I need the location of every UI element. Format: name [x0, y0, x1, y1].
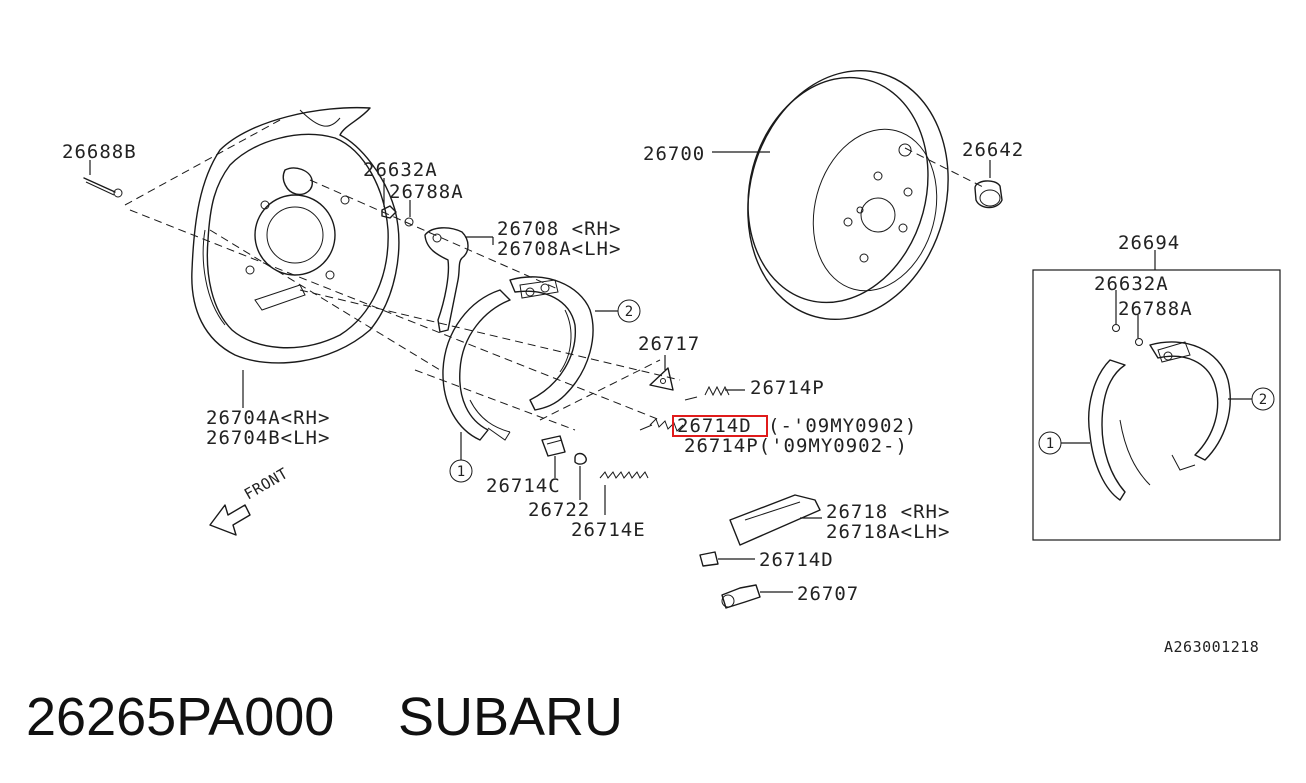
- highlight-box-26714D: [672, 415, 768, 437]
- label-26704B: 26704B<LH>: [206, 427, 330, 449]
- cap-26714C: [541, 435, 566, 478]
- brake-rotor: [712, 69, 949, 321]
- label-26718: 26718 <RH>: [826, 501, 950, 523]
- spring-26714P: [684, 385, 745, 401]
- label-26788A: 26788A: [389, 181, 464, 203]
- clip-26714D: [699, 551, 755, 567]
- part-number-title: 26265PA000: [26, 687, 335, 747]
- label-26714P: 26714P: [750, 377, 825, 399]
- assembly-guide-lines: [124, 119, 986, 431]
- part-labels: 26688B 26632A 26788A 26708 <RH> 26708A<L…: [62, 139, 1259, 656]
- washer-26632A: [381, 178, 414, 227]
- label-26707: 26707: [797, 583, 859, 605]
- lever-26708: [424, 227, 493, 333]
- callout-1-middle: 1: [449, 432, 473, 483]
- label-26688B: 26688B: [62, 141, 137, 163]
- label-26714D-highlighted: 26714D: [677, 415, 752, 437]
- brand-title: SUBARU: [398, 687, 624, 747]
- label-26714D-note: (-'09MY0902): [768, 415, 917, 437]
- spring-26714E: [599, 471, 649, 515]
- svg-text:1: 1: [1046, 436, 1054, 452]
- svg-text:2: 2: [625, 304, 633, 320]
- label-26704A: 26704A<RH>: [206, 407, 330, 429]
- label-26632A: 26632A: [363, 159, 438, 181]
- plate-26717: [649, 355, 674, 391]
- svg-text:2: 2: [1259, 392, 1267, 408]
- inset-26694: [1032, 250, 1281, 541]
- svg-text:1: 1: [457, 464, 465, 480]
- label-26708: 26708 <RH>: [497, 218, 621, 240]
- callout-1-inset: 1: [1038, 431, 1090, 455]
- plug-26642: [974, 160, 1003, 209]
- brake-shoes-middle: [442, 276, 594, 441]
- label-26708A: 26708A<LH>: [497, 238, 621, 260]
- callout-2-middle: 2: [595, 299, 641, 323]
- label-26642: 26642: [962, 139, 1024, 161]
- label-26714E: 26714E: [571, 519, 646, 541]
- diagram-reference-code: A263001218: [1164, 638, 1259, 656]
- label-26717: 26717: [638, 333, 700, 355]
- label-26722: 26722: [528, 499, 590, 521]
- leader-lines: [242, 237, 494, 408]
- callout-2-inset: 2: [1228, 387, 1275, 411]
- spring-26714D: [639, 418, 684, 432]
- label-26714D: 26714D: [759, 549, 834, 571]
- label-26788A-inset: 26788A: [1118, 298, 1193, 320]
- adjuster-26707: [721, 584, 793, 609]
- strut-26718: [729, 494, 822, 546]
- label-26714P-later: 26714P('09MY0902-): [684, 435, 908, 457]
- front-arrow: FRONT: [209, 464, 291, 536]
- bolt-26688B: [83, 160, 123, 198]
- backing-plate: [191, 106, 400, 364]
- svg-text:FRONT: FRONT: [241, 464, 291, 503]
- label-26632A-inset: 26632A: [1094, 273, 1169, 295]
- label-26714C: 26714C: [486, 475, 561, 497]
- label-26700: 26700: [643, 143, 705, 165]
- label-26694: 26694: [1118, 232, 1180, 254]
- label-26718A: 26718A<LH>: [826, 521, 950, 543]
- washer-26722: [574, 452, 587, 500]
